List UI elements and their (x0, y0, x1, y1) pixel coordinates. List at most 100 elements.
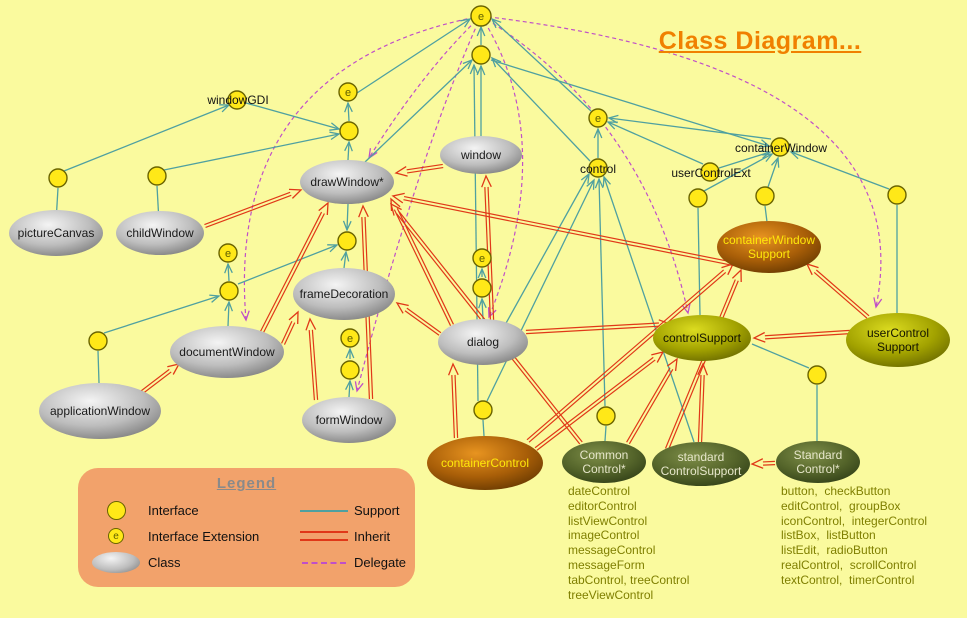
inherit-edge-3 (260, 201, 329, 334)
delegate-edge-0 (240, 15, 482, 322)
class-dialog: dialog (438, 319, 528, 365)
support-edge-28 (703, 153, 774, 192)
support-edge-11 (340, 250, 350, 269)
control-list-item: dateControl (568, 484, 631, 498)
class-applicationWindow: applicationWindow (39, 383, 161, 439)
support-edge-13 (237, 244, 339, 285)
support-edge-19 (364, 58, 474, 163)
interface-draw-iface (339, 121, 359, 141)
support-edge-15 (345, 347, 355, 359)
control-list-item: treeViewControl (568, 587, 654, 602)
support-edge-23 (490, 17, 592, 112)
support-edge-40 (504, 172, 590, 326)
support-edge-12 (342, 203, 352, 232)
support-line-symbol (294, 509, 354, 512)
interface-childWindow-iface (147, 166, 167, 186)
svg-text:Control*: Control* (582, 462, 626, 476)
svg-text:drawWindow*: drawWindow* (310, 175, 384, 189)
control-list-item: button, checkButton (781, 484, 891, 498)
inherit-edge-18 (391, 192, 745, 269)
inherit-edge-20 (525, 319, 672, 335)
control-list-item: listViewControl (568, 513, 648, 528)
diagram-title: Class Diagram... (658, 27, 862, 55)
interface-extension-symbol: e (84, 528, 148, 544)
inherit-edge-1 (394, 163, 444, 177)
support-edge-27 (718, 150, 772, 169)
support-edge-31 (490, 59, 771, 148)
interface-containerWindowSupport-iface (755, 186, 775, 206)
delegate-line-symbol (294, 561, 354, 564)
support-edge-6 (344, 101, 353, 122)
svg-text:Control*: Control* (796, 462, 840, 476)
support-edge-10 (97, 350, 100, 384)
inherit-edge-0 (204, 188, 303, 229)
legend-label-delegate: Delegate (354, 555, 407, 570)
svg-text:userControlExt: userControlExt (671, 166, 751, 180)
support-edge-8 (224, 262, 233, 282)
class-containerControl: containerControl (427, 436, 543, 490)
interface-windowGDI: windowGDI (206, 90, 269, 110)
support-edge-14 (345, 379, 354, 398)
interface-pictureCanvas-iface (48, 168, 68, 188)
support-edge-24 (593, 127, 603, 158)
svg-text:e: e (595, 113, 601, 125)
interface-control-ext: e (588, 108, 608, 128)
interface-top-ext: e (470, 5, 492, 27)
control-list-item: iconControl, integerControl (781, 513, 928, 528)
class-childWindow: childWindow (116, 211, 204, 255)
interface-userControlExt: userControlExt (671, 162, 751, 182)
support-edge-26 (607, 114, 772, 140)
inherit-edge-13 (805, 262, 870, 319)
interface-containerControl-iface (473, 400, 493, 420)
legend-panel: Legend Interface Support e Interface Ext… (78, 468, 415, 587)
control-list-item: imageControl (568, 528, 640, 543)
legend-label-inherit: Inherit (354, 528, 391, 544)
interface-window-iface (471, 45, 491, 65)
svg-text:dialog: dialog (467, 335, 499, 349)
support-edge-17 (477, 267, 487, 279)
delegate-edge-5 (480, 15, 883, 309)
interface-frame-iface (337, 231, 357, 251)
svg-text:e: e (479, 253, 485, 265)
svg-text:frameDecoration: frameDecoration (300, 287, 389, 301)
interface-userControlSupport-iface (887, 185, 907, 205)
interface-draw-ext: e (338, 82, 358, 102)
support-edge-18 (476, 64, 486, 136)
interface-containerWindow: containerWindow (735, 137, 827, 157)
support-edge-22 (356, 18, 472, 94)
class-documentWindow: documentWindow (170, 326, 284, 378)
control-list-item: textControl, timerControl (781, 572, 915, 587)
legend-label-interface-extension: Interface Extension (148, 528, 260, 544)
delegate-edge-1 (354, 15, 482, 393)
svg-text:formWindow: formWindow (316, 413, 383, 427)
control-list-item: listBox, listButton (781, 528, 876, 543)
interface-form-ext: e (340, 328, 360, 348)
svg-text:ControlSupport: ControlSupport (661, 464, 742, 478)
support-edge-37 (604, 425, 607, 442)
svg-text:standard: standard (678, 450, 725, 464)
inherit-edge-8 (305, 317, 319, 401)
svg-text:e: e (478, 11, 484, 23)
control-list-item: messageControl (568, 543, 656, 558)
svg-text:childWindow: childWindow (126, 226, 194, 240)
inherit-edge-16 (626, 357, 678, 445)
svg-text:e: e (225, 248, 231, 260)
interface-dialog-ext: e (472, 248, 492, 268)
support-edge-43 (482, 419, 485, 437)
inherit-line-symbol (294, 531, 354, 541)
class-formWindow: formWindow (302, 397, 396, 443)
support-edge-30 (789, 150, 890, 190)
interface-document-iface (219, 281, 239, 301)
class-window: window (440, 136, 522, 174)
support-edge-41 (486, 178, 595, 402)
svg-text:containerWindow: containerWindow (723, 233, 815, 247)
svg-text:e: e (347, 333, 353, 345)
svg-text:Support: Support (877, 340, 920, 354)
interface-control: control (580, 158, 616, 178)
legend-label-class: Class (148, 555, 181, 570)
